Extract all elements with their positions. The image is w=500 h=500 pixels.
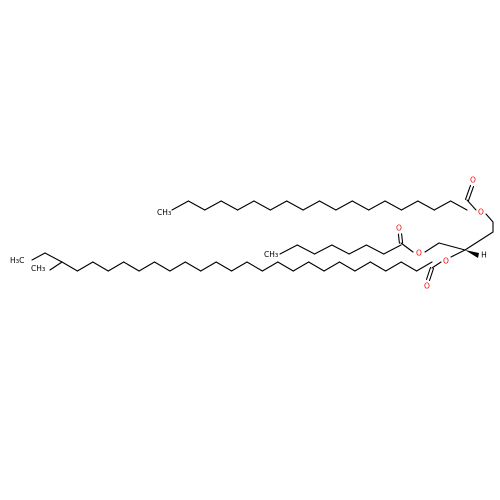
bond-carbonyl-middle [397,233,400,244]
bond-bottom-chain [169,261,186,272]
methyl-label-middle-chain: CH3 [264,250,279,260]
bond-bottom-chain [385,261,402,272]
oxygen-label-carbonyl-middle: O [396,224,402,233]
bond-top-chain [384,200,402,211]
bond-top-chain [433,200,452,211]
bond-top-chain [187,200,206,211]
bond-glycerol-middle-2 [438,242,466,251]
bond-top-chain [302,200,321,211]
bond-bottom-chain [354,261,371,272]
bond-glycerol-top [485,213,494,223]
bond-bottom-chain [308,261,325,272]
bond-top-chain [400,200,419,211]
oxygen-label-ester-top: O [478,208,484,217]
bond-branch-methyl [49,261,63,271]
bond-top-chain [220,200,239,211]
bond-glycerol-middle [424,242,440,253]
bond-bottom-chain [277,261,294,272]
bond-middle-chain [314,244,333,255]
bond-top-chain [171,200,189,211]
oxygen-label-ester-bottom: O [443,257,449,266]
bond-bottom-chain [200,261,217,272]
oxygen-label-carbonyl-bottom: O [424,282,430,291]
bond-top-chain [318,200,337,211]
bond-lines [31,184,494,282]
bond-carbonyl-middle [401,233,404,244]
bond-top-chain [204,200,222,211]
bond-bottom-chain [400,261,418,272]
bond-bottom-chain [246,261,263,272]
bond-top-chain [253,200,271,211]
bond-top-chain [286,200,304,211]
oxygen-label-ester-middle: O [416,249,422,258]
bond-middle-chain [279,244,298,255]
bond-middle-chain [296,244,316,255]
methyl-label-branch: CH3 [31,264,46,274]
bond-bottom-chain [261,261,279,272]
bond-carbonyl-top [464,184,472,201]
bond-middle-chain [365,244,385,255]
oxygen-label-carbonyl-top: O [470,176,476,185]
bond-top-chain [417,200,435,211]
stereo-wedge-bond [465,250,479,258]
bond-bottom-chain [123,261,140,272]
bond-ester-bottom [431,261,442,269]
bond-chiral-ester-bottom [450,249,466,258]
bond-glycerol-chiral [464,231,494,251]
bond-carbonyl-top [467,185,475,202]
bond-top-chain [237,200,255,211]
bond-bottom-chain [292,261,310,272]
bond-top-chain [335,200,353,211]
methyl-label-top-chain: CH3 [157,208,172,218]
bond-bottom-chain [138,261,156,272]
bond-bottom-chain [338,261,356,272]
hydrogen-label-stereo: H [481,251,487,260]
bond-bottom-chain [369,261,387,272]
bond-bottom-chain [231,261,248,272]
bond-carbonyl-bottom [425,266,432,281]
bond-ester-middle [400,242,414,253]
bond-bottom-chain [92,261,109,272]
bond-top-chain [450,200,468,211]
bond-bottom-chain [76,261,94,272]
bond-bottom-chain [61,261,78,272]
bond-bottom-chain [184,261,202,272]
bond-top-chain [269,200,288,211]
bond-bottom-chain [107,261,125,272]
bond-middle-chain [348,244,367,255]
bond-middle-chain [331,244,350,255]
methyl-label-bottom-chain-end: H3C [10,256,24,266]
bond-bottom-chain [153,261,171,272]
bond-ester-top [466,199,477,211]
bond-carbonyl-bottom [428,267,435,282]
bond-bottom-chain [323,261,341,272]
bond-middle-chain [383,244,402,255]
bond-bottom-chain [215,261,233,272]
bond-top-chain [351,200,370,211]
bond-branch-ethyl [44,252,63,263]
bond-bottom-chain [416,261,433,272]
bond-top-chain [368,200,386,211]
bond-branch-ethyl-2 [31,252,46,261]
